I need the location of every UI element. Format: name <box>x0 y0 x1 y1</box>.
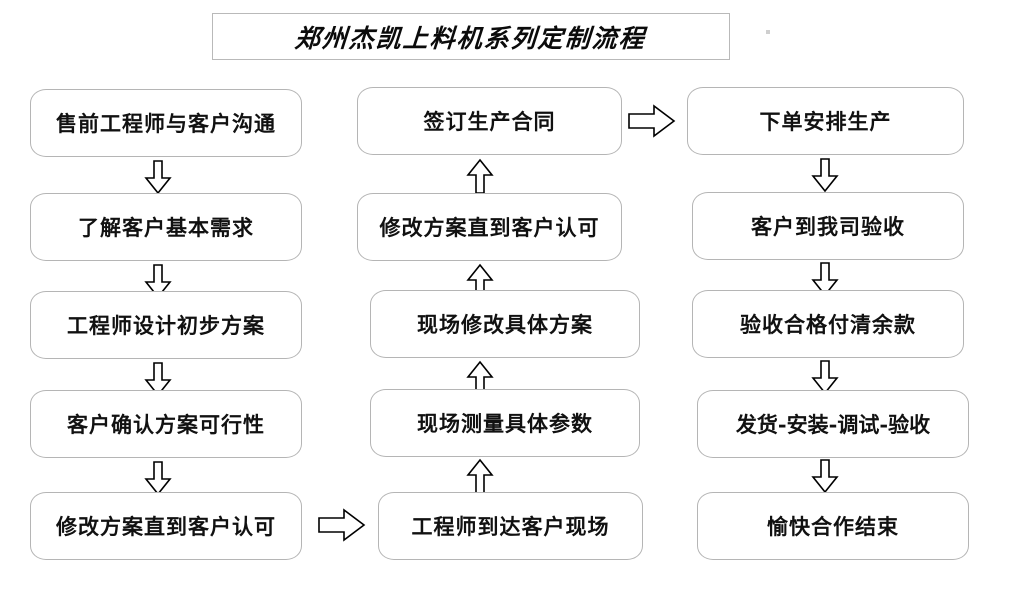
node-label: 了解客户基本需求 <box>78 214 254 240</box>
node-label: 发货-安装-调试-验收 <box>735 411 931 437</box>
node-label: 修改方案直到客户认可 <box>379 214 600 240</box>
node-label: 签订生产合同 <box>423 108 556 134</box>
node-label: 客户确认方案可行性 <box>67 411 265 437</box>
node-happy-cooperation-end[interactable]: 愉快合作结束 <box>697 492 969 560</box>
node-label: 现场测量具体参数 <box>417 410 593 436</box>
node-pre-sales-communication[interactable]: 售前工程师与客户沟通 <box>30 89 302 157</box>
node-label: 下单安排生产 <box>759 108 892 134</box>
arrow-up-icon <box>466 458 494 494</box>
arrow-down-icon <box>811 459 839 493</box>
node-understand-requirements[interactable]: 了解客户基本需求 <box>30 193 302 261</box>
node-place-order-schedule-production[interactable]: 下单安排生产 <box>687 87 964 155</box>
arrow-down-icon <box>811 262 839 296</box>
arrow-down-icon <box>811 360 839 394</box>
arrow-down-icon <box>144 461 172 495</box>
speck-artifact <box>766 30 770 34</box>
node-label: 修改方案直到客户认可 <box>56 513 276 539</box>
arrow-right-icon <box>628 104 676 138</box>
arrow-right-icon <box>318 508 366 542</box>
chart-title: 郑州杰凯上料机系列定制流程 <box>294 23 648 53</box>
node-customer-inspection-at-factory[interactable]: 客户到我司验收 <box>692 192 964 260</box>
node-label: 客户到我司验收 <box>751 213 905 239</box>
node-customer-confirm-feasibility[interactable]: 客户确认方案可行性 <box>30 390 302 458</box>
arrow-down-icon <box>144 362 172 396</box>
node-label: 工程师到达客户现场 <box>411 513 610 539</box>
node-engineer-arrives-onsite[interactable]: 工程师到达客户现场 <box>378 492 643 560</box>
node-label: 验收合格付清余款 <box>740 311 916 337</box>
node-onsite-measure-parameters[interactable]: 现场测量具体参数 <box>370 389 640 457</box>
node-sign-production-contract[interactable]: 签订生产合同 <box>357 87 622 155</box>
node-engineer-initial-design[interactable]: 工程师设计初步方案 <box>30 291 302 359</box>
node-label: 愉快合作结束 <box>767 513 899 539</box>
node-label: 售前工程师与客户沟通 <box>56 110 276 136</box>
node-delivery-install-debug-acceptance[interactable]: 发货-安装-调试-验收 <box>697 390 969 458</box>
node-onsite-revise-plan[interactable]: 现场修改具体方案 <box>370 290 640 358</box>
node-label: 现场修改具体方案 <box>417 311 593 337</box>
chart-title-box: 郑州杰凯上料机系列定制流程 <box>212 13 730 60</box>
node-label: 工程师设计初步方案 <box>67 312 265 338</box>
node-revise-until-approved-middle[interactable]: 修改方案直到客户认可 <box>357 193 622 261</box>
arrow-up-icon <box>466 158 494 194</box>
arrow-down-icon <box>144 264 172 298</box>
arrow-down-icon <box>811 158 839 192</box>
arrow-down-icon <box>144 160 172 194</box>
node-revise-until-approved-left[interactable]: 修改方案直到客户认可 <box>30 492 302 560</box>
node-pay-balance-after-acceptance[interactable]: 验收合格付清余款 <box>692 290 964 358</box>
